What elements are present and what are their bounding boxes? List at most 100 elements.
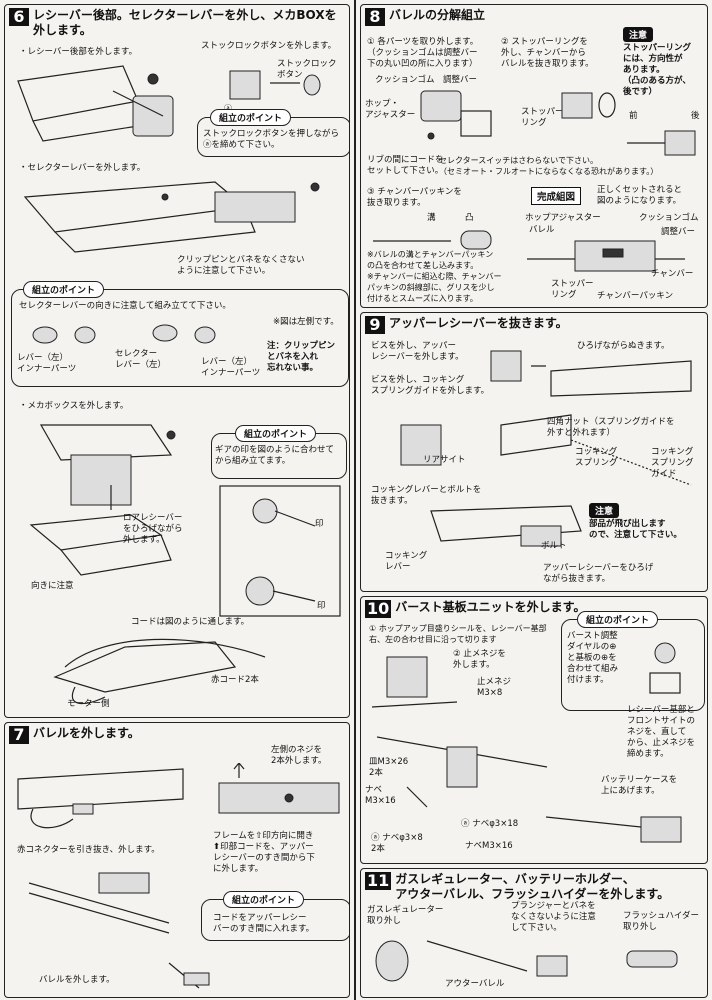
cocking-guide-label: コッキング スプリング ガイド — [651, 447, 694, 479]
plate-m3-26: 皿M3×26 2本 — [369, 757, 409, 778]
stopper-ring-2: ストッパー リング — [551, 279, 594, 300]
right-column: 8 バレルの分解組立 ① 各パーツを取り外します。 （クッションゴムは調整バー … — [356, 0, 712, 1000]
complete-text: 正しくセットされると 図のようになります。 — [597, 185, 683, 206]
section-10-header: 10 バースト基板ユニットを外します。 — [361, 597, 707, 621]
point-text-10: バースト調整 ダイヤルの⊕ と基板の⊕を 合わせて組み 付けます。 — [567, 631, 619, 685]
frame-note: フレームを⇧印方向に開き ⬆印部コードを、アッパー レシーバーのすき間から下 に… — [213, 831, 315, 874]
cushion-label: クッションゴム — [375, 75, 435, 85]
section-title: ガスレギュレーター、バッテリーホルダー、 アウターバレル、フラッシュハイダーを外… — [395, 872, 670, 901]
point-text-3: ギアの印を図のように合わせて から組み立てます。 — [215, 445, 335, 466]
bolt-diagram — [430, 505, 582, 547]
rear-label: 後 — [691, 111, 700, 121]
section-8-header: 8 バレルの分解組立 — [361, 5, 707, 29]
bullet-receiver: ・レシーバー後部を外します。 — [19, 47, 138, 57]
chamber-packing-label: チャンバーパッキン — [597, 291, 674, 301]
complete-diagram-badge: 完成組図 — [531, 187, 582, 205]
flash-hider-label: フラッシュハイダー 取り外し — [623, 911, 699, 932]
section-title: バレルの分解組立 — [389, 8, 486, 22]
selector-diagram — [23, 181, 320, 253]
caution-text-9: 部品が飛び出します ので、注意して下さい。 — [589, 519, 682, 540]
screws-note: 左側のネジを 2本外します。 — [271, 745, 327, 766]
lower-receiver-note: ロアレシーバー をひろげながら 外します。 — [123, 513, 183, 545]
mechabox-diagram — [29, 424, 176, 576]
section-title: アッパーレシーバーを抜きます。 — [389, 316, 568, 330]
gear-mark-2: 印 — [317, 601, 326, 611]
adjust-bar-label-2: 調整バー — [661, 227, 696, 237]
step3-text: ③ チャンバーパッキンを 抜き取ります。 — [367, 187, 462, 208]
cocking-lever-label: コッキング レバー — [385, 551, 428, 572]
section-6-header: 6 レシーバー後部。セレクターレバーを外し、メカBOXを外します。 — [5, 5, 349, 41]
upper-receiver-diagram — [490, 350, 692, 397]
lower-note: レシーバー基部と フロントサイトの ネジを、直して から、止メネジを 締めます。 — [627, 705, 696, 759]
orientation-note: 向きに注意 — [31, 581, 74, 591]
battery-case-note: バッテリーケースを 上にあげます。 — [601, 775, 678, 796]
svg-text:ⓐ: ⓐ — [224, 104, 232, 113]
stock-lock-button-label: ストックロック ボタン — [277, 59, 337, 80]
red-connector-note: 赤コネクターを引き抜き、外します。 — [17, 845, 160, 855]
step-number: 6 — [9, 8, 29, 26]
burst-unit-diagram — [371, 656, 458, 708]
cocking-bolt-note: コッキングレバーとボルトを 抜きます。 — [371, 485, 482, 506]
step-number: 7 — [9, 726, 29, 744]
step2-text: ② ストッパーリングを 外し、チャンバーから バレルを抜き取ります。 — [501, 37, 594, 69]
gear-diagram — [219, 485, 341, 617]
gear-mark-1: 印 — [315, 519, 324, 529]
point-text-2: セレクターレバーの向きに注意して組み立てて下さい。 — [19, 301, 231, 311]
barrel-removal-diagram — [17, 768, 184, 829]
nabe-m3-16: ナベ M3×16 — [365, 785, 396, 806]
cord-route-note: コードは図のように通します。 — [131, 617, 250, 627]
set-screw-label: 止メネジ M3×8 — [477, 677, 512, 698]
section-title: バースト基板ユニットを外します。 — [395, 600, 586, 614]
selector-switch-note: セレクタースイッチはさわらないで下さい。 （セミオート・フルオートにならなくなる… — [439, 156, 659, 176]
screw2-note: ビスを外し、コッキング スプリングガイドを外します。 — [371, 375, 490, 396]
stopper-orientation-diagram — [627, 130, 696, 156]
battery-case-diagram — [545, 816, 682, 843]
step1-text-10: ① ホップアップ目盛りシールを、レシーバー基部 右、左の合わせ目に沿って切ります — [369, 624, 547, 644]
stock-button-label: ストックロックボタンを外します。 — [201, 41, 337, 51]
section-8: 8 バレルの分解組立 ① 各パーツを取り外します。 （クッションゴムは調整バー … — [360, 4, 708, 308]
upper-spread-note: アッパーレシーバーをひろげ ながら抜きます。 — [543, 563, 654, 584]
point-text-7: コードをアッパーレシー バーのすき間に入れます。 — [213, 913, 315, 934]
rib-note: リブの間にコードを セットして下さい。 — [367, 155, 444, 176]
section-10: 10 バースト基板ユニットを外します。 ① ホップアップ目盛りシールを、レシーバ… — [360, 596, 708, 864]
barrel-assembly-diagram — [28, 872, 210, 989]
spread-note: ひろげながらぬきます。 — [577, 341, 670, 351]
left-view-note: ※図は左側です。 — [273, 317, 339, 327]
receiver-base-diagram — [376, 736, 548, 808]
caution-text: ストッパーリング には、方向性が あります。 （凸のある方が、 後です） — [623, 43, 692, 97]
stopper-ring-label: ストッパー リング — [521, 107, 564, 128]
section-title: レシーバー後部。セレクターレバーを外し、メカBOXを外します。 — [33, 8, 337, 37]
left-column: 6 レシーバー後部。セレクターレバーを外し、メカBOXを外します。 ・レシーバー… — [0, 0, 354, 1000]
barrel-label: バレル — [529, 225, 555, 235]
lever-left-inner: レバー（左） インナーパーツ — [17, 353, 77, 374]
adjust-bar-label: 調整バー — [443, 75, 478, 85]
point-title-7: 組立のポイント — [223, 891, 305, 908]
notes-text: ※バレルの溝とチャンバーパッキン の凸を合わせて差し込みます。 ※チャンバーに組… — [367, 250, 502, 303]
point-text-1: ストックロックボタンを押しながら ⓐを締めて下さい。 — [203, 129, 340, 150]
point-title-1: 組立のポイント — [210, 109, 292, 126]
lever-left-inner-2: レバー（左） インナーパーツ — [201, 357, 261, 378]
front-label: 前 — [629, 111, 638, 121]
section-6: 6 レシーバー後部。セレクターレバーを外し、メカBOXを外します。 ・レシーバー… — [4, 4, 350, 718]
square-nut-note: 四角ナット（スプリングガイドを 外すと外れます） — [547, 417, 675, 438]
chamber-label: チャンバー — [651, 269, 694, 279]
step-number: 11 — [365, 871, 392, 890]
groove-label: 溝 — [427, 213, 436, 223]
spring-guide-diagram — [400, 414, 692, 486]
screw1-note: ビスを外し、アッパー レシーバーを外します。 — [371, 341, 464, 362]
cord-diagram — [53, 638, 266, 705]
column-divider — [354, 0, 356, 1000]
packing-diagram — [373, 230, 492, 250]
hop-adjuster-label: ホップ・ アジャスター — [365, 99, 416, 120]
dial-diagram — [649, 642, 681, 694]
hop-adjuster-2: ホップアジャスター — [525, 213, 601, 223]
nabe-phi-3x8: ⓐ ナベφ3×8 2本 — [371, 833, 423, 854]
point-title-2: 組立のポイント — [23, 281, 105, 298]
chamber-diagram — [561, 92, 616, 119]
step-number: 9 — [365, 316, 385, 334]
step1-text: ① 各パーツを取り外します。 （クッションゴムは調整バー 下の丸い凹の所に入りま… — [367, 37, 479, 69]
section-11: 11 ガスレギュレーター、バッテリーホルダー、 アウターバレル、フラッシュハイダ… — [360, 868, 708, 998]
receiver-rear-diagram — [17, 65, 174, 142]
step-number: 10 — [365, 599, 392, 618]
section-title: バレルを外します。 — [33, 726, 140, 740]
